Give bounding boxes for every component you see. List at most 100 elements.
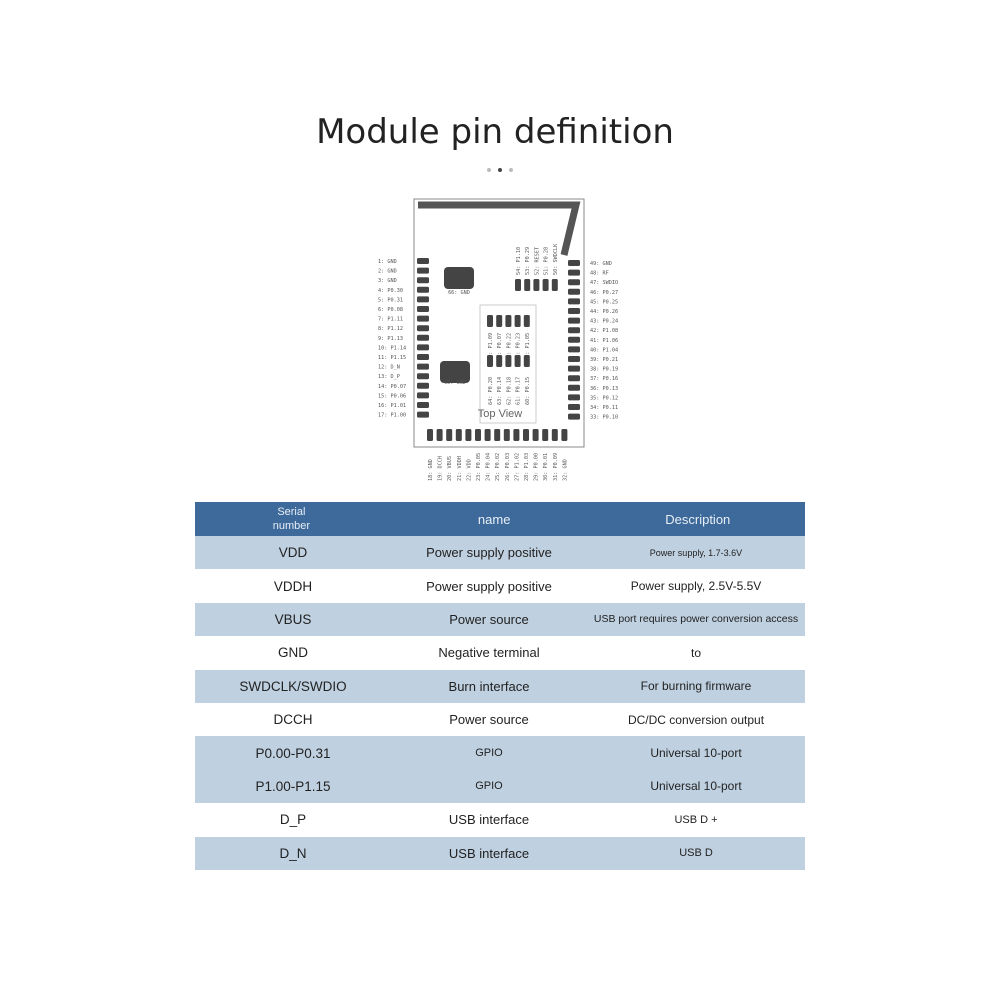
inner-top-pin-label: 57: P0.22 (506, 333, 512, 361)
pad-66 (444, 267, 474, 289)
right-pin-pad (568, 260, 580, 266)
left-pin-pad (417, 382, 429, 389)
table-row: DCCH Power source DC/DC conversion outpu… (273, 712, 765, 728)
bottom-pin-label: 28: P1.03 (524, 453, 530, 481)
inner-top-pin-label: 59: P1.09 (488, 333, 494, 361)
right-pin-pad (568, 356, 580, 362)
right-pin-label: 40: P1.04 (590, 347, 618, 353)
left-pin-label: 7: P1.11 (378, 317, 403, 323)
table-row: P0.00-P0.31 GPIO Universal 10-port (255, 745, 742, 761)
inner-bottom-pin-pad (487, 355, 493, 367)
pin-table: Serial number name Description VDD Power… (195, 502, 805, 870)
table-row: P1.00-P1.15 GPIO Universal 10-port (255, 778, 742, 794)
left-pin-label: 8: P1.12 (378, 326, 403, 332)
bottom-pin-label: 32: GND (562, 459, 568, 481)
gpio-band: P0.00-P0.31 GPIO Universal 10-port P1.00… (195, 736, 805, 804)
bottom-pin-pad (503, 429, 510, 441)
bottom-pin-pad (551, 429, 558, 441)
left-pin-label: 17: P1.00 (378, 413, 406, 419)
header-name: name (477, 511, 511, 527)
header-description: Description (665, 511, 731, 527)
left-pin-label: 16: P1.01 (378, 403, 406, 409)
inner-bottom-pin-label: 60: P0.15 (525, 377, 531, 405)
bottom-pin-pad (427, 429, 433, 441)
right-pin-pad (568, 394, 580, 401)
left-pin-pad (417, 373, 429, 380)
left-pin-pad (417, 363, 429, 370)
right-pin-pad (568, 288, 580, 295)
left-pin-pad (417, 344, 429, 351)
left-pin-pad (417, 325, 429, 332)
right-pin-pad (568, 279, 580, 286)
left-pin-pad (417, 306, 429, 312)
pad-66-label: 66: GND (448, 290, 470, 296)
bottom-pin-pad (494, 429, 501, 441)
bottom-pin-pad (513, 429, 520, 441)
inner-frame (479, 304, 537, 424)
pagination-dot[interactable] (487, 168, 491, 172)
inner-bottom-pin-pad (523, 355, 530, 367)
left-pin-pad (417, 258, 429, 264)
top-pin-label: 50: SWDCLK (553, 243, 559, 275)
bottom-pin-label: 24: P0.04 (486, 453, 492, 481)
bottom-pin-label: 20: VBUS (447, 456, 453, 481)
left-pin-pad (417, 334, 429, 341)
inner-bottom-pin-pad (514, 355, 521, 367)
table-header: Serial number name Description (195, 502, 805, 536)
table-row: D_N USB interface USB D (195, 836, 805, 870)
top-pin-label: 54: P1.10 (516, 247, 522, 275)
right-pin-pad (568, 384, 580, 391)
inner-top-pin-pad (487, 315, 493, 327)
left-pin-label: 1: GND (378, 259, 397, 265)
right-pin-label: 33: P0.10 (590, 415, 618, 421)
right-pin-label: 42: P1.08 (590, 328, 618, 334)
right-pin-label: 38: P0.19 (590, 367, 618, 373)
left-pin-pad (417, 402, 429, 408)
top-pin-pad (515, 279, 521, 291)
right-pin-pad (568, 269, 580, 276)
right-pin-pad (568, 413, 580, 420)
inner-top-pin-label: 58: P0.07 (497, 333, 503, 361)
left-pin-label: 12: D_N (378, 365, 400, 371)
inner-bottom-pin-label: 61: P0.17 (516, 377, 522, 405)
left-pin-label: 11: P1.15 (378, 355, 406, 361)
bottom-pin-pad (436, 429, 443, 441)
bottom-pin-label: 21: VDDH (457, 456, 463, 481)
inner-top-pin-pad (514, 315, 521, 327)
pad-65 (440, 361, 470, 383)
bottom-pin-label: 18: GND (428, 459, 434, 481)
table-row: GND Negative terminal to (278, 645, 701, 661)
pagination-dot-active[interactable] (498, 168, 502, 172)
table-row: VBUS Power source USB port requires powe… (195, 602, 805, 637)
left-pin-label: 4: P0.30 (378, 288, 403, 294)
right-pin-pad (568, 365, 580, 372)
inner-top-pin-label: 56: P0.23 (516, 333, 522, 361)
left-pin-pad (417, 392, 429, 399)
table-row: VDDH Power supply positive Power supply,… (273, 578, 762, 594)
right-pin-pad (568, 375, 580, 382)
top-pin-pad (551, 279, 558, 291)
right-pin-label: 44: P0.26 (590, 309, 618, 315)
left-pin-pad (417, 296, 429, 303)
right-pin-label: 49: GND (590, 261, 612, 267)
inner-top-pin-pad (496, 315, 503, 327)
inner-bottom-pin-label: 62: P0.18 (506, 377, 512, 405)
top-pin-label: 53: P0.29 (525, 247, 531, 275)
bottom-pin-label: 23: P0.05 (476, 453, 482, 481)
left-pin-label: 14: P0.07 (378, 384, 406, 390)
top-pin-label: 52: RESET (534, 247, 540, 275)
right-pin-label: 37: P0.16 (590, 376, 618, 382)
right-pin-label: 34: P0.11 (590, 405, 618, 411)
bottom-pin-pad (465, 429, 472, 441)
bottom-pin-pad (532, 429, 539, 441)
right-pin-label: 46: P0.27 (590, 290, 618, 296)
left-pin-label: 10: P1.14 (378, 345, 406, 351)
pagination-dot[interactable] (509, 168, 513, 172)
left-pin-pad (417, 267, 429, 274)
header-serial-number: Serial number (272, 506, 311, 532)
bottom-pin-pad (542, 429, 549, 441)
right-pin-pad (568, 404, 580, 410)
top-pin-pad (533, 279, 540, 291)
inner-bottom-pin-label: 63: P0.14 (497, 377, 503, 405)
antenna-trace (418, 201, 581, 256)
